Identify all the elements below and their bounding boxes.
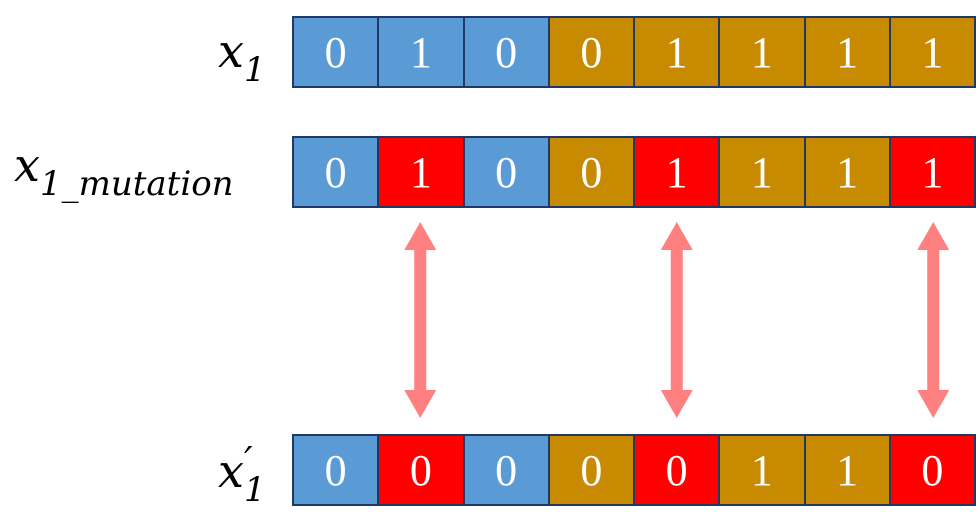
label-x1-prime-sub: 1 (243, 470, 266, 510)
double-arrow-icon (917, 222, 950, 418)
bit-cell: 0 (462, 436, 548, 504)
label-x1: x1 (218, 28, 266, 87)
bit-cell: 1 (633, 138, 719, 206)
bit-cell: 0 (633, 436, 719, 504)
bit-cell: 0 (294, 138, 378, 206)
label-x1-prime: x′1 (218, 442, 266, 507)
bit-cell: 1 (888, 138, 974, 206)
bit-cell: 0 (547, 436, 633, 504)
bit-cell: 1 (803, 436, 889, 504)
bit-cell: 1 (888, 18, 974, 86)
bit-cell: 0 (377, 436, 463, 504)
label-x1-prime-var: x (218, 444, 244, 498)
bit-cell: 0 (294, 18, 378, 86)
bit-cell: 0 (462, 138, 548, 206)
label-x1-sub: 1 (243, 50, 266, 90)
double-arrow-icon (404, 222, 437, 418)
label-x1-mutation-var: x (14, 138, 40, 192)
bit-cell: 0 (547, 138, 633, 206)
label-x1-mutation: x1_mutation (14, 142, 234, 201)
bit-cell: 1 (803, 138, 889, 206)
bit-cell: 0 (888, 436, 974, 504)
bit-cell: 0 (547, 18, 633, 86)
bit-cell: 1 (377, 138, 463, 206)
bit-cell: 1 (718, 18, 804, 86)
double-arrow-icon (660, 222, 693, 418)
bit-cell: 1 (377, 18, 463, 86)
bit-cell: 1 (633, 18, 719, 86)
bit-cell: 1 (718, 138, 804, 206)
bit-cell: 0 (462, 18, 548, 86)
bit-cell: 1 (718, 436, 804, 504)
label-x1-mutation-sub: 1_mutation (39, 164, 234, 204)
bit-cell: 1 (803, 18, 889, 86)
label-x1-var: x (218, 24, 244, 78)
label-x1-prime-mark: ′ (244, 439, 253, 483)
bit-cell: 0 (294, 436, 378, 504)
